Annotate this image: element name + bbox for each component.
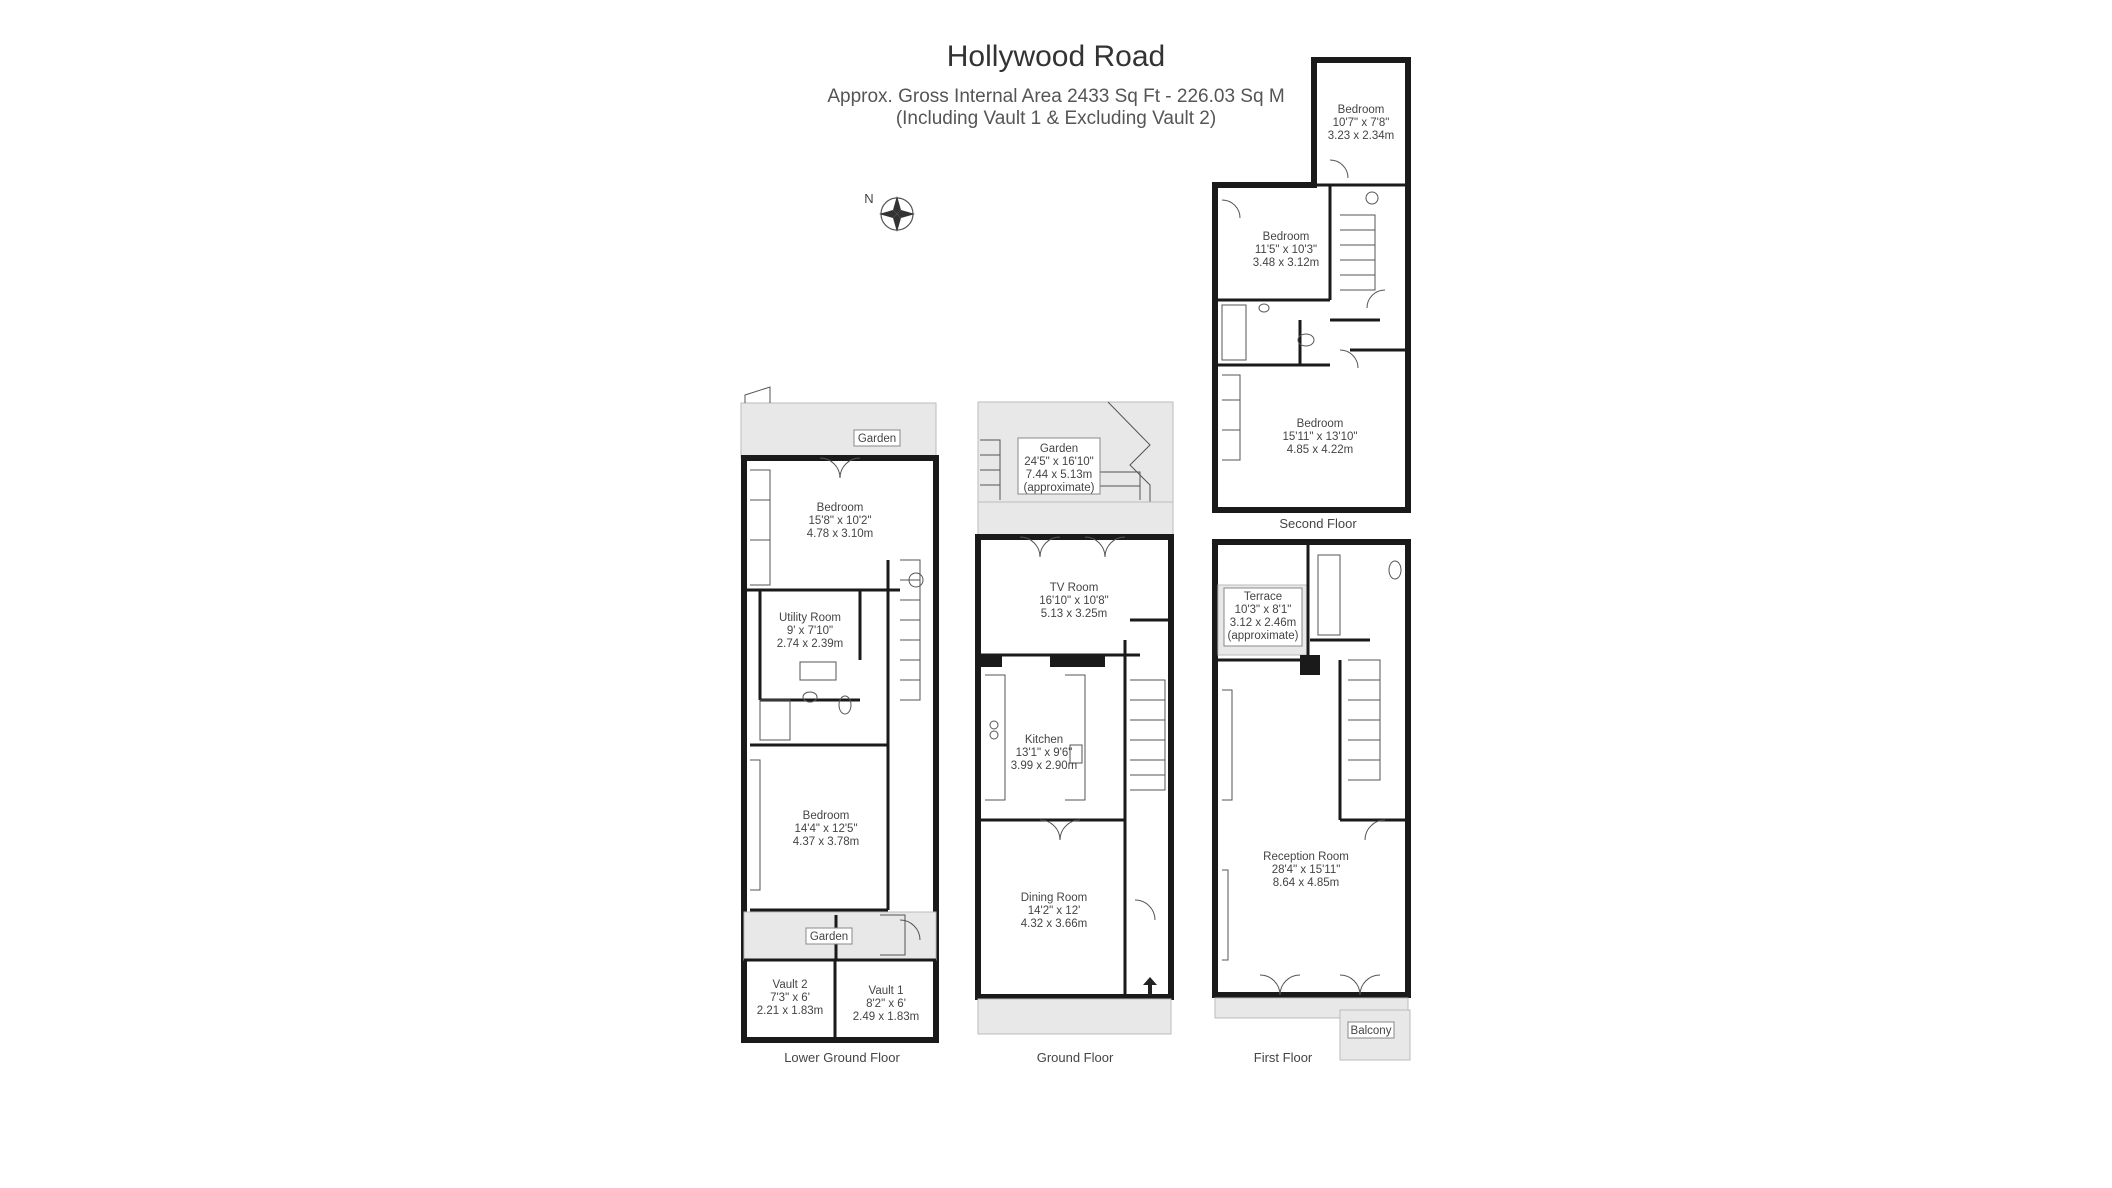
room-imperial: 10'3" x 8'1" (1235, 604, 1292, 616)
area-note-line: (Including Vault 1 & Excluding Vault 2) (895, 108, 1217, 129)
lg-bedroom-1-label: Bedroom 15'8" x 10'2" 4.78 x 3.10m (807, 502, 873, 540)
room-imperial: 13'1" x 9'6" (1016, 747, 1073, 759)
room-name: Vault 2 (773, 979, 808, 991)
room-imperial: 15'11" x 13'10" (1282, 431, 1357, 443)
first-floor-label: First Floor (1254, 1050, 1313, 1065)
room-metric: 3.48 x 3.12m (1253, 257, 1319, 269)
room-note: (approximate) (1228, 630, 1299, 642)
s-bedroom-mid-label: Bedroom 11'5" x 10'3" 3.48 x 3.12m (1253, 231, 1319, 269)
second-floor-plan (1212, 57, 1411, 513)
g-dining-label: Dining Room 14'2" x 12' 4.32 x 3.66m (1021, 892, 1087, 930)
room-name: Bedroom (1297, 418, 1344, 430)
vault-1-label: Vault 1 8'2" x 6' 2.49 x 1.83m (853, 985, 919, 1023)
room-name: Bedroom (1263, 231, 1310, 243)
s-bedroom-main-label: Bedroom 15'11" x 13'10" 4.85 x 4.22m (1282, 418, 1357, 456)
room-name: Kitchen (1025, 734, 1063, 746)
room-metric: 3.99 x 2.90m (1011, 760, 1077, 772)
room-name: Terrace (1244, 591, 1282, 603)
f-reception-label: Reception Room 28'4" x 15'11" 8.64 x 4.8… (1263, 851, 1349, 889)
room-metric: 7.44 x 5.13m (1026, 469, 1092, 481)
lg-garden-bottom-tag: Garden (805, 927, 853, 945)
lg-utility-label: Utility Room 9' x 7'10" 2.74 x 2.39m (777, 612, 843, 650)
room-metric: 2.49 x 1.83m (853, 1011, 919, 1023)
room-metric: 2.74 x 2.39m (777, 638, 843, 650)
lg-garden-top-tag: Garden (853, 429, 901, 447)
ground-floor-plan (975, 401, 1174, 1035)
gross-area-line: Approx. Gross Internal Area 2433 Sq Ft -… (827, 86, 1285, 107)
room-name: Bedroom (817, 502, 864, 514)
lg-bedroom-2-label: Bedroom 14'4" x 12'5" 4.37 x 3.78m (793, 810, 859, 848)
room-name: Bedroom (1338, 104, 1385, 116)
room-name: Garden (1040, 443, 1078, 455)
room-imperial: 7'3" x 6' (770, 992, 810, 1004)
room-metric: 4.78 x 3.10m (807, 528, 873, 540)
svg-text:Balcony: Balcony (1351, 1025, 1392, 1037)
room-metric: 3.23 x 2.34m (1328, 130, 1394, 142)
room-imperial: 28'4" x 15'11" (1272, 864, 1341, 876)
room-name: Bedroom (803, 810, 850, 822)
lower-ground-floor-label: Lower Ground Floor (784, 1050, 900, 1065)
room-name: Vault 1 (869, 985, 904, 997)
room-name: Utility Room (779, 612, 841, 624)
room-imperial: 10'7" x 7'8" (1333, 117, 1390, 129)
room-imperial: 8'2" x 6' (866, 998, 906, 1010)
f-terrace-label: Terrace 10'3" x 8'1" 3.12 x 2.46m (appro… (1223, 587, 1303, 647)
room-imperial: 9' x 7'10" (787, 625, 833, 637)
room-name: TV Room (1050, 582, 1099, 594)
room-metric: 4.85 x 4.22m (1287, 444, 1353, 456)
vault-2-label: Vault 2 7'3" x 6' 2.21 x 1.83m (757, 979, 823, 1017)
room-metric: 2.21 x 1.83m (757, 1005, 823, 1017)
second-floor-label: Second Floor (1279, 516, 1357, 531)
room-metric: 5.13 x 3.25m (1041, 608, 1107, 620)
s-bedroom-top-label: Bedroom 10'7" x 7'8" 3.23 x 2.34m (1328, 104, 1394, 142)
compass-north-label: N (864, 191, 873, 206)
room-imperial: 15'8" x 10'2" (808, 515, 871, 527)
g-tv-room-label: TV Room 16'10" x 10'8" 5.13 x 3.25m (1039, 582, 1108, 620)
room-imperial: 14'4" x 12'5" (794, 823, 857, 835)
room-name: Dining Room (1021, 892, 1087, 904)
room-metric: 8.64 x 4.85m (1273, 877, 1339, 889)
room-imperial: 24'5" x 16'10" (1024, 456, 1093, 468)
room-note: (approximate) (1024, 482, 1095, 494)
g-garden-label: Garden 24'5" x 16'10" 7.44 x 5.13m (appr… (1017, 437, 1101, 495)
ground-floor-label: Ground Floor (1037, 1050, 1114, 1065)
svg-text:Garden: Garden (810, 931, 848, 943)
room-imperial: 16'10" x 10'8" (1039, 595, 1108, 607)
compass-icon: N (864, 191, 915, 232)
g-kitchen-label: Kitchen 13'1" x 9'6" 3.99 x 2.90m (1011, 734, 1077, 772)
room-name: Reception Room (1263, 851, 1349, 863)
property-title: Hollywood Road (946, 40, 1166, 73)
room-metric: 3.12 x 2.46m (1230, 617, 1296, 629)
svg-text:Garden: Garden (858, 433, 896, 445)
room-imperial: 11'5" x 10'3" (1255, 244, 1317, 256)
room-metric: 4.32 x 3.66m (1021, 918, 1087, 930)
room-imperial: 14'2" x 12' (1028, 905, 1081, 917)
f-balcony-tag: Balcony (1347, 1021, 1395, 1039)
room-metric: 4.37 x 3.78m (793, 836, 859, 848)
